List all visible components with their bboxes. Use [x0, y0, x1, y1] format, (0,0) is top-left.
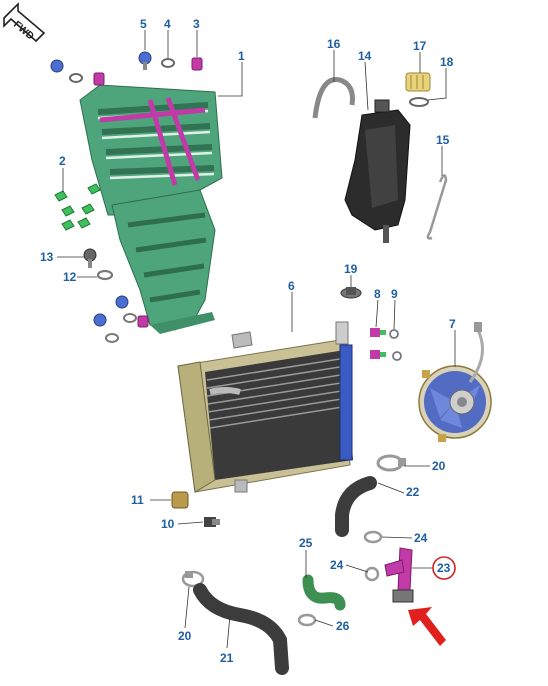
callout-10: 10 [161, 517, 175, 531]
callout-3: 3 [193, 17, 200, 31]
red-arrow-icon [408, 607, 446, 646]
hose-21 [193, 583, 289, 675]
callout-24-mid: 24 [330, 558, 344, 572]
callout-21: 21 [220, 651, 234, 665]
hose-clamp-26 [297, 613, 317, 627]
cooling-fan [418, 322, 492, 442]
radiator-shroud [79, 84, 223, 334]
callout-1: 1 [238, 49, 245, 63]
lower-fasteners [93, 295, 149, 343]
bolt-13 [83, 248, 97, 268]
callout-20-right: 20 [432, 459, 446, 473]
fitting-23 [384, 547, 414, 603]
plug-11 [171, 491, 189, 509]
callout-labels: 5 4 3 1 2 13 12 16 14 17 18 15 6 19 8 9 … [40, 17, 456, 665]
bolt-10 [204, 517, 220, 527]
callout-26: 26 [336, 619, 350, 633]
callout-24-top: 24 [414, 531, 428, 545]
sensor-8 [370, 328, 386, 359]
hose-clamp-24-mid [364, 566, 380, 582]
callout-7: 7 [449, 317, 456, 331]
expansion-tank [344, 99, 411, 243]
washer-9 [389, 329, 402, 361]
callout-17: 17 [413, 39, 427, 53]
seal-18 [409, 97, 429, 107]
highlight-circle [432, 556, 456, 580]
leader-lines [57, 30, 456, 649]
callout-15: 15 [436, 133, 450, 147]
callout-14: 14 [358, 49, 372, 63]
wire-clip-15 [426, 174, 448, 240]
callout-18: 18 [440, 55, 454, 69]
callout-20-left: 20 [178, 629, 192, 643]
washer-4 [161, 58, 175, 68]
callout-13: 13 [40, 250, 54, 264]
callout-2: 2 [59, 154, 66, 168]
callout-8: 8 [374, 287, 381, 301]
fwd-arrow-icon: FWD [3, 2, 46, 42]
callout-22: 22 [406, 485, 420, 499]
hose-22 [335, 476, 377, 537]
hose-clamp-24-top [363, 530, 383, 544]
clip-2 [54, 183, 101, 231]
hose-clamp-20 [376, 454, 406, 472]
callout-19: 19 [344, 262, 358, 276]
radiator [177, 321, 353, 493]
hose-clamp-20-left [181, 570, 205, 588]
screw-5 [138, 51, 152, 70]
radiator-cap-19 [340, 287, 362, 299]
callout-11: 11 [131, 493, 144, 507]
tank-cap-17 [405, 72, 431, 92]
screw-5-left [50, 59, 64, 73]
grommet-3 [191, 57, 203, 71]
callout-16: 16 [327, 37, 341, 51]
washer-12 [96, 269, 114, 281]
callout-12: 12 [63, 270, 77, 284]
callout-6: 6 [288, 279, 295, 293]
callout-25: 25 [299, 536, 313, 550]
tank-hose-16 [312, 77, 355, 119]
callout-5: 5 [140, 17, 147, 31]
hose-25 [302, 574, 346, 611]
callout-23: 23 [437, 561, 451, 575]
callout-9: 9 [391, 287, 398, 301]
callout-4: 4 [164, 17, 171, 31]
